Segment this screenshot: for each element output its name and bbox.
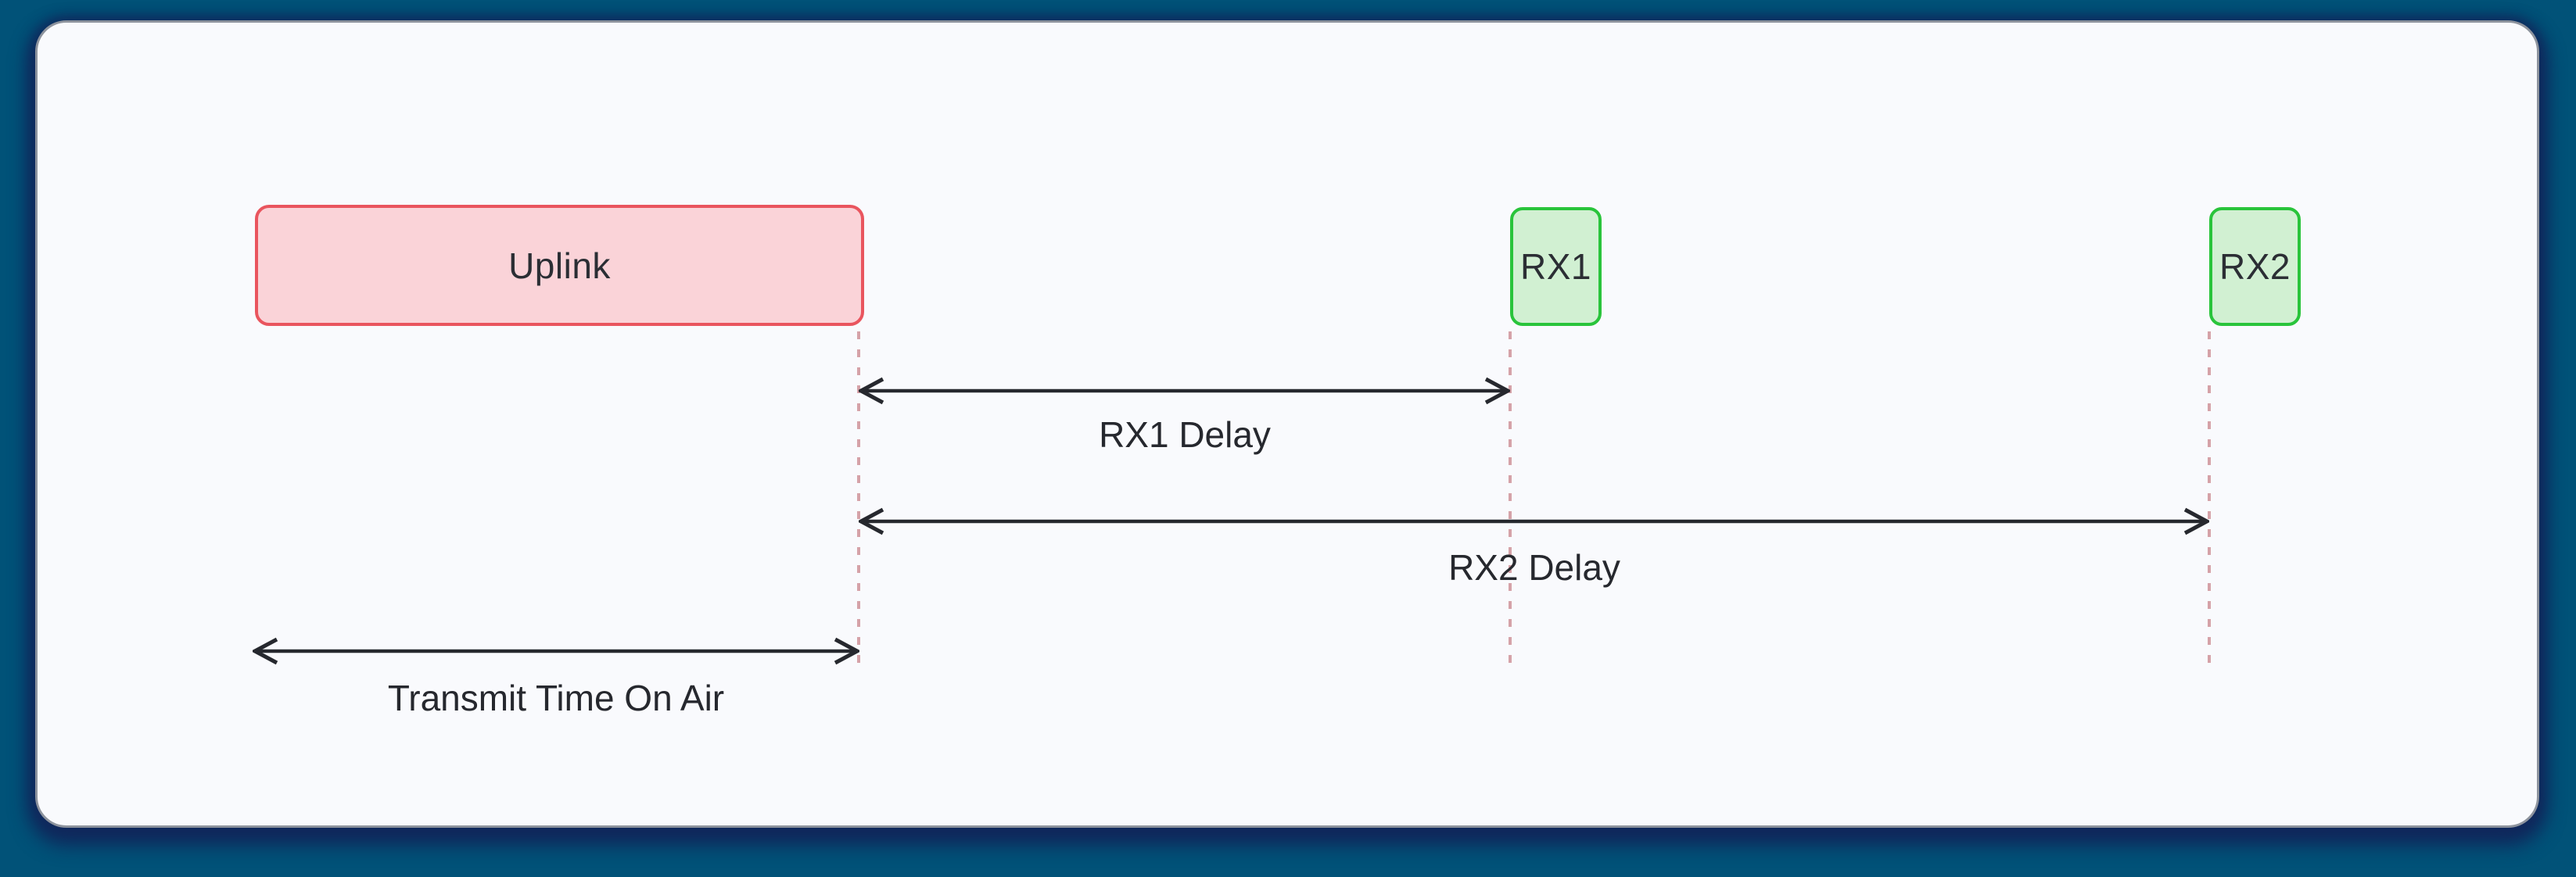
transmit-time-double-arrow-icon	[253, 637, 859, 665]
rx1-delay-double-arrow-icon	[859, 377, 1510, 405]
rx1-dashed-line	[1509, 331, 1512, 669]
transmit-time-on-air-label: Transmit Time On Air	[387, 678, 725, 718]
uplink-label: Uplink	[508, 245, 611, 286]
rx1-label: RX1	[1520, 246, 1591, 287]
uplink-node: Uplink	[255, 205, 864, 326]
uplink-end-dashed-line	[857, 331, 860, 669]
diagram-panel: Uplink RX1 RX2 RX1 De	[35, 20, 2539, 828]
rx1-node: RX1	[1510, 207, 1602, 326]
rx2-delay-double-arrow-icon	[859, 507, 2209, 535]
rx2-label: RX2	[2219, 246, 2291, 287]
rx2-dashed-line	[2208, 331, 2211, 669]
rx1-delay-label: RX1 Delay	[1099, 414, 1271, 455]
rx2-node: RX2	[2209, 207, 2301, 326]
rx2-delay-label: RX2 Delay	[1448, 547, 1620, 588]
